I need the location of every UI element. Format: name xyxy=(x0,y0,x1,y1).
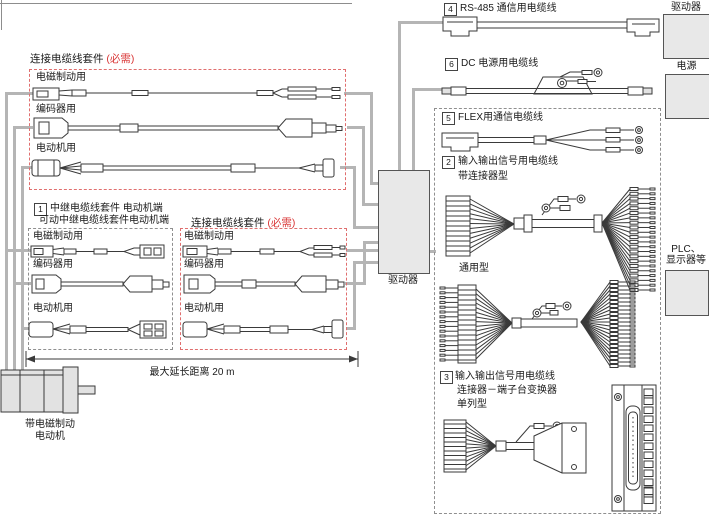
cable-row-label: 编码器用 xyxy=(33,259,73,270)
required-badge: (必需) xyxy=(106,53,135,65)
connection-line xyxy=(21,166,33,169)
connection-line xyxy=(362,203,380,206)
kit-top-box xyxy=(29,69,346,190)
cable-row-label: 编码器用 xyxy=(36,104,76,115)
kit-encoder-cable-drawing xyxy=(183,274,345,294)
cable-row-label: 电磁制动用 xyxy=(184,231,234,242)
connection-line xyxy=(13,126,16,370)
connection-line xyxy=(412,88,442,91)
kit-top-title: 连接电缆线套件 (必需) xyxy=(30,53,134,65)
cable-row-label: 电动机用 xyxy=(36,143,76,154)
cable-row-label: 编码器用 xyxy=(184,259,224,270)
page-border-top xyxy=(0,3,352,4)
kit-motor-cable-drawing xyxy=(182,319,344,339)
motor-cable-drawing xyxy=(31,158,335,178)
relay-note-number: 1 xyxy=(34,203,47,216)
connection-line xyxy=(363,241,380,244)
universal-type-label: 通用型 xyxy=(459,263,489,274)
plc-label-line1: PLC、 xyxy=(671,244,701,255)
item3-number: 3 xyxy=(440,371,453,384)
item3-label-line1: 输入输出信号用电缆线 xyxy=(455,371,555,382)
item5-number: 5 xyxy=(442,112,455,125)
connection-line xyxy=(13,126,33,129)
dimension-label: 最大延长距离 20 m xyxy=(149,367,235,378)
power-peripheral-label: 电源 xyxy=(676,61,697,72)
connection-line xyxy=(21,166,24,370)
connection-line xyxy=(346,327,356,330)
connection-line xyxy=(347,126,365,129)
flex-cable-drawing xyxy=(441,126,643,154)
io-universal-cable-drawing xyxy=(439,280,636,368)
connection-line xyxy=(370,92,373,185)
item4-number: 4 xyxy=(444,3,457,16)
connection-line xyxy=(353,226,380,229)
dimension-arrow xyxy=(25,351,359,367)
connection-line xyxy=(398,21,401,170)
relay-encoder-cable-drawing xyxy=(31,274,170,294)
kit-top-title-text: 连接电缆线套件 xyxy=(30,53,104,65)
plc-label-line2: 显示器等 xyxy=(666,255,706,266)
encoder-cable-drawing xyxy=(33,117,343,139)
relay-note-line2: 可动中继电缆线套件电动机端 xyxy=(39,215,169,226)
cable-row-label: 电动机用 xyxy=(33,303,73,314)
brake-cable-drawing xyxy=(32,86,341,101)
item2-number: 2 xyxy=(442,156,455,169)
relay-brake-cable-drawing xyxy=(30,244,165,259)
io-dsub-cable-drawing xyxy=(443,419,587,474)
item6-label: DC 电源用电缆线 xyxy=(461,58,539,69)
connection-line xyxy=(5,92,33,95)
plc-peripheral-box xyxy=(665,270,709,316)
io-section-box xyxy=(434,108,661,514)
item6-number: 6 xyxy=(445,58,458,71)
driver-peripheral-box xyxy=(663,14,709,59)
connection-line xyxy=(398,21,444,24)
kit-lower-box xyxy=(180,228,347,350)
dc-power-cable-drawing xyxy=(441,68,653,96)
cable-row-label: 电磁制动用 xyxy=(33,231,83,242)
motor-label-line1: 带电磁制动 xyxy=(25,419,75,430)
relay-motor-cable-drawing xyxy=(28,320,167,339)
connection-line xyxy=(353,166,356,229)
connection-line xyxy=(412,88,415,170)
item5-label: FLEX用通信电缆线 xyxy=(458,112,544,123)
motor-label-line2: 电动机 xyxy=(35,431,65,442)
relay-note-line1: 中继电缆线套件 电动机端 xyxy=(50,203,163,214)
item3-label-line3: 单列型 xyxy=(457,399,487,410)
driver-label: 驱动器 xyxy=(388,275,418,286)
kit-lower-title-text: 连接电缆线套件 xyxy=(191,217,265,229)
relay-kit-box xyxy=(28,228,173,350)
kit-lower-title: 连接电缆线套件 (必需) xyxy=(191,217,295,229)
page-border-left xyxy=(1,0,2,30)
connection-line xyxy=(370,182,380,185)
terminal-block-drawing xyxy=(611,384,657,512)
connection-line xyxy=(21,327,31,330)
connection-line xyxy=(353,261,380,264)
connection-line xyxy=(344,92,373,95)
connection-line xyxy=(5,92,8,370)
kit-brake-cable-drawing xyxy=(182,245,346,258)
item2-label-line1: 输入输出信号用电缆线 xyxy=(458,156,558,167)
motor-drawing xyxy=(0,366,96,414)
connection-line xyxy=(340,166,356,169)
connection-line xyxy=(353,261,356,330)
connection-line xyxy=(362,126,365,206)
cable-row-label: 电动机用 xyxy=(184,303,224,314)
cable-row-label: 电磁制动用 xyxy=(36,72,86,83)
rs485-cable-drawing xyxy=(442,16,660,37)
connection-line xyxy=(5,249,31,252)
item4-label: RS-485 通信用电缆线 xyxy=(460,3,557,14)
item2-label-line2: 带连接器型 xyxy=(458,171,508,182)
driver-box xyxy=(378,170,430,274)
io-connector-cable-drawing xyxy=(445,187,656,292)
required-badge: (必需) xyxy=(267,217,296,229)
item3-label-line2: 连接器－端子台变换器 xyxy=(457,385,557,396)
power-peripheral-box xyxy=(665,74,709,119)
driver-peripheral-label: 驱动器 xyxy=(671,2,701,13)
connection-line xyxy=(428,250,436,253)
